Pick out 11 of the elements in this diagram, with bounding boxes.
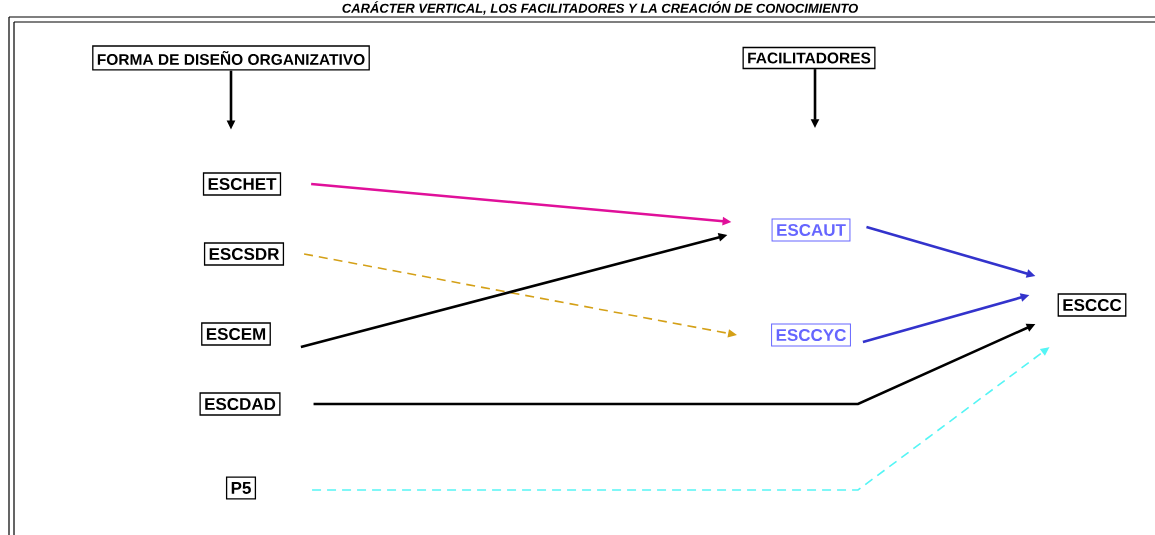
variable-box: ESCCYC bbox=[771, 323, 851, 347]
variable-box: ESCCC bbox=[1057, 293, 1127, 317]
title: CARÁCTER VERTICAL, LOS FACILITADORES Y LA CREACIÓN DE CONOCIMIENTO bbox=[342, 1, 858, 15]
variable-box: ESCSDR bbox=[203, 242, 285, 266]
heading-box: FORMA DE DISEÑO ORGANIZATIVO bbox=[92, 45, 370, 71]
heading-box: FACILITADORES bbox=[742, 46, 876, 70]
variable-box: ESCEM bbox=[201, 322, 271, 346]
variable-box: ESCAUT bbox=[771, 218, 851, 242]
variable-box: P5 bbox=[225, 476, 257, 500]
variable-box: ESCDAD bbox=[199, 392, 281, 416]
variable-box: ESCHET bbox=[202, 172, 282, 196]
